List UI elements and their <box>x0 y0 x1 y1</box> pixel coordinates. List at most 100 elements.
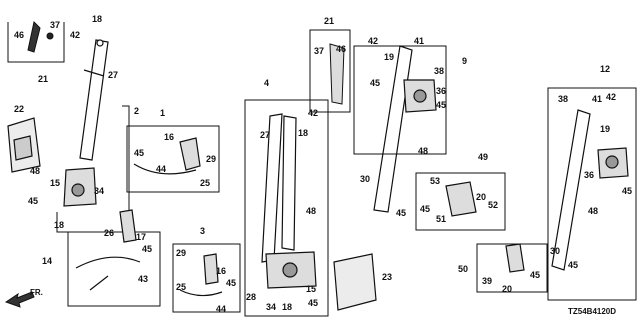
callout-22: 22 <box>14 104 25 114</box>
callout-2: 2 <box>134 106 140 116</box>
callout-41-g9: 41 <box>414 36 425 46</box>
callout-34: 34 <box>94 186 105 196</box>
callout-15: 15 <box>50 178 61 188</box>
seat-trim-cover <box>333 253 377 311</box>
driver-buckle <box>133 137 201 175</box>
callout-25-g3: 25 <box>176 282 187 292</box>
callout-18-lower: 18 <box>54 220 65 230</box>
floor-anchor-set <box>445 181 477 217</box>
callout-27-g4: 27 <box>260 130 271 140</box>
passenger-buckle <box>179 253 223 297</box>
callout-42-g9: 42 <box>368 36 379 46</box>
group-3-bracket <box>172 243 241 313</box>
rear-right-seatbelt <box>551 109 629 271</box>
upper-anchor-part <box>27 20 54 53</box>
callout-16-g3: 16 <box>216 266 227 276</box>
callout-51: 51 <box>436 214 447 224</box>
group-4-bracket <box>244 99 329 317</box>
callout-21: 21 <box>38 74 49 84</box>
callout-30-g12: 30 <box>550 246 561 256</box>
callout-44: 44 <box>156 164 167 174</box>
callout-4: 4 <box>264 78 270 88</box>
callout-34-g4: 34 <box>266 302 277 312</box>
callout-27: 27 <box>108 70 119 80</box>
callout-17: 17 <box>136 232 147 242</box>
callout-42-g12: 42 <box>606 92 617 102</box>
passenger-seatbelt <box>261 113 317 289</box>
callout-19-g9: 19 <box>384 52 395 62</box>
callout-42-g4: 42 <box>308 108 319 118</box>
rear-buckle <box>75 209 141 291</box>
group-1-bracket <box>126 125 220 193</box>
callout-29: 29 <box>206 154 217 164</box>
callout-45-g3: 45 <box>226 278 237 288</box>
callout-48-g4: 48 <box>306 206 317 216</box>
callout-36-g12: 36 <box>584 170 595 180</box>
callout-45-g1: 45 <box>134 148 145 158</box>
callout-29-g3: 29 <box>176 248 187 258</box>
callout-3: 3 <box>200 226 206 236</box>
callout-1: 1 <box>160 108 166 118</box>
side-anchor-part <box>329 43 345 105</box>
group-21-bracket <box>7 22 65 63</box>
rear-buckle-set <box>505 243 525 273</box>
callout-38-g12: 38 <box>558 94 569 104</box>
callout-45-g9: 45 <box>370 78 381 88</box>
group-49-bracket <box>415 172 506 231</box>
callout-14: 14 <box>42 256 53 266</box>
group-12-bracket <box>547 87 637 301</box>
group-50-bracket <box>476 243 548 293</box>
callout-45: 45 <box>28 196 39 206</box>
callout-43: 43 <box>138 274 149 284</box>
retractor-cover <box>7 117 41 173</box>
callout-39: 39 <box>482 276 493 286</box>
callout-23: 23 <box>382 272 393 282</box>
callout-50: 50 <box>458 264 469 274</box>
callout-41-g12: 41 <box>592 94 603 104</box>
callout-19-g12: 19 <box>600 124 611 134</box>
callout-48: 48 <box>30 166 41 176</box>
callout-49: 49 <box>478 152 489 162</box>
callout-44-g3: 44 <box>216 304 227 314</box>
group-9-bracket <box>353 45 447 155</box>
callout-15-g4: 15 <box>306 284 317 294</box>
callout-38-g9: 38 <box>434 66 445 76</box>
callout-30-g9: 30 <box>360 174 371 184</box>
callout-20-g50: 20 <box>502 284 513 294</box>
diagram-code: TZ54B4120D <box>568 307 617 316</box>
callout-21-g21b: 21 <box>324 16 335 26</box>
callout-26: 26 <box>104 228 115 238</box>
callout-42: 42 <box>70 30 81 40</box>
front-direction-arrow-icon <box>4 291 35 308</box>
callout-28: 28 <box>246 292 257 302</box>
callout-20-g49: 20 <box>476 192 487 202</box>
driver-seatbelt <box>63 39 109 207</box>
callout-48-g9: 48 <box>418 146 429 156</box>
group-21b-bracket <box>309 29 351 113</box>
callout-18: 18 <box>92 14 103 24</box>
callout-48-g12: 48 <box>588 206 599 216</box>
rear-left-seatbelt <box>373 45 437 213</box>
callout-18-g4-lower: 18 <box>282 302 293 312</box>
callout-46: 46 <box>14 30 25 40</box>
callout-53: 53 <box>430 176 441 186</box>
callout-37-g21b: 37 <box>314 46 325 56</box>
callout-45-g12b: 45 <box>568 260 579 270</box>
callout-9: 9 <box>462 56 468 66</box>
callout-12: 12 <box>600 64 611 74</box>
callout-45-g50: 45 <box>530 270 541 280</box>
callout-45-g9c: 45 <box>396 208 407 218</box>
callout-45-g12: 45 <box>622 186 633 196</box>
callout-45-g49: 45 <box>420 204 431 214</box>
callout-45-g14: 45 <box>142 244 153 254</box>
callout-46-g21b: 46 <box>336 44 347 54</box>
callout-36-g9: 36 <box>436 86 447 96</box>
callout-37: 37 <box>50 20 61 30</box>
callout-52: 52 <box>488 200 499 210</box>
callout-25: 25 <box>200 178 211 188</box>
callout-16: 16 <box>164 132 175 142</box>
direction-label: FR. <box>30 288 43 297</box>
callout-18-g4: 18 <box>298 128 309 138</box>
